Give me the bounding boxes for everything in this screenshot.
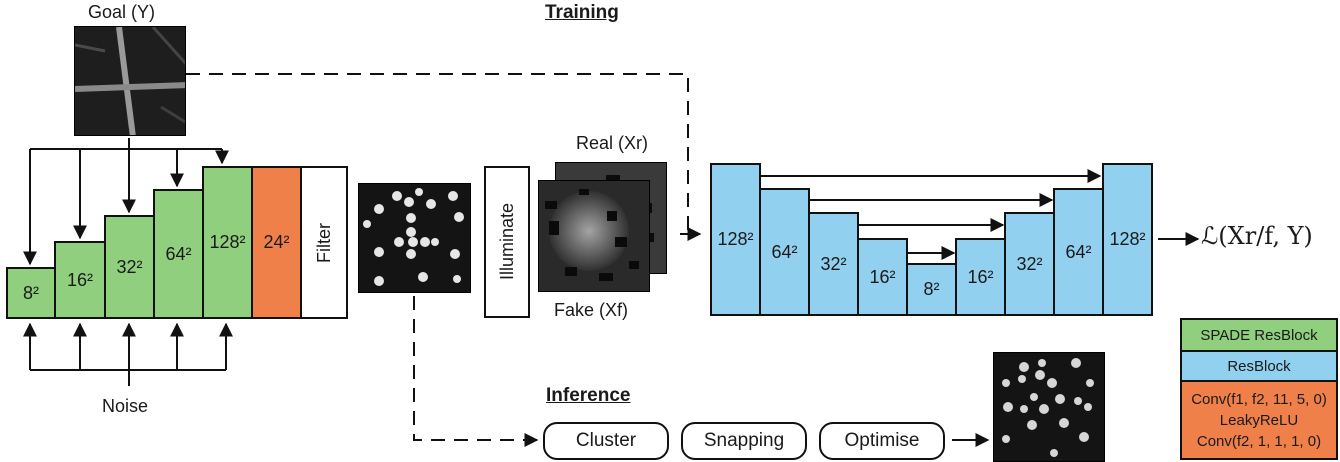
legend-conv1-label: Conv(f1, f2, 11, 5, 0) — [1191, 390, 1327, 408]
unet-block-label: 16² — [869, 266, 896, 287]
gen-block-label: 16² — [66, 269, 93, 290]
gen-block-label: 24² — [263, 232, 290, 252]
light-dots-graphic — [359, 184, 470, 292]
snapping-label: Snapping — [703, 430, 785, 451]
legend-leaky-label: LeakyReLU — [1219, 411, 1299, 429]
unet-block: 128² — [1102, 163, 1153, 316]
legend-resblock-label: ResBlock — [1227, 357, 1291, 375]
generated-image — [358, 183, 471, 293]
cluster-label: Cluster — [575, 430, 637, 451]
unet-block: 64² — [1053, 188, 1104, 316]
unet-block-label: 32² — [1016, 253, 1043, 274]
gen-block-label: 64² — [165, 243, 192, 264]
unet-block-label: 128² — [1109, 229, 1146, 249]
illuminate-label: Illuminate — [496, 203, 517, 281]
unet-block-label: 64² — [771, 241, 798, 262]
snapping-step: Snapping — [681, 422, 807, 460]
optimise-step: Optimise — [819, 422, 945, 460]
unet-block-label: 8² — [923, 279, 940, 299]
gen-block-24: 24² — [251, 166, 302, 319]
loss-label: ℒ(Xr/f, Y) — [1201, 222, 1313, 250]
final-dots-graphic — [994, 353, 1104, 461]
legend-conv-block: Conv(f1, f2, 11, 5, 0) LeakyReLU Conv(f2… — [1180, 380, 1338, 460]
filter-label: Filter — [313, 222, 334, 263]
unet-block-label: 32² — [820, 253, 847, 274]
gen-block-label: 128² — [209, 232, 246, 252]
training-heading: Training — [545, 2, 619, 23]
gen-block-8: 8² — [6, 267, 56, 319]
gen-block-label: 8² — [22, 282, 39, 303]
goal-image — [74, 26, 186, 136]
filter-block: Filter — [300, 166, 348, 319]
noise-label: Noise — [102, 396, 149, 416]
unet-block-label: 16² — [967, 266, 994, 287]
road-map-graphic — [75, 27, 185, 135]
fake-render-graphic — [539, 181, 649, 291]
real-label: Real (Xr) — [576, 133, 649, 153]
unet-block: 64² — [759, 188, 810, 316]
final-output-image — [993, 352, 1105, 462]
unet-block-label: 128² — [717, 229, 754, 249]
unet-block: 128² — [710, 163, 761, 316]
gen-block-label: 32² — [116, 256, 143, 277]
unet-block: 32² — [808, 212, 859, 316]
fake-image — [538, 180, 650, 292]
unet-block: 32² — [1004, 212, 1055, 316]
legend-spade-label: SPADE ResBlock — [1200, 326, 1318, 344]
gen-block-128: 128² — [202, 166, 253, 319]
illuminate-block: Illuminate — [484, 166, 530, 318]
fake-label: Fake (Xf) — [554, 300, 629, 320]
legend-spade: SPADE ResBlock — [1180, 318, 1338, 352]
legend-conv2-label: Conv(f2, 1, 1, 1, 0) — [1196, 432, 1322, 450]
unet-block-label: 64² — [1065, 241, 1092, 262]
inference-heading: Inference — [546, 385, 631, 406]
optimise-label: Optimise — [844, 430, 920, 451]
cluster-step: Cluster — [543, 422, 669, 460]
gen-block-16: 16² — [54, 241, 106, 319]
unet-block: 16² — [955, 238, 1006, 316]
gen-block-32: 32² — [104, 215, 155, 319]
gen-block-64: 64² — [153, 189, 204, 319]
legend-resblock: ResBlock — [1180, 350, 1338, 382]
unet-block: 16² — [857, 238, 908, 316]
unet-block: 8² — [906, 263, 957, 316]
goal-label: Goal (Y) — [88, 2, 156, 22]
